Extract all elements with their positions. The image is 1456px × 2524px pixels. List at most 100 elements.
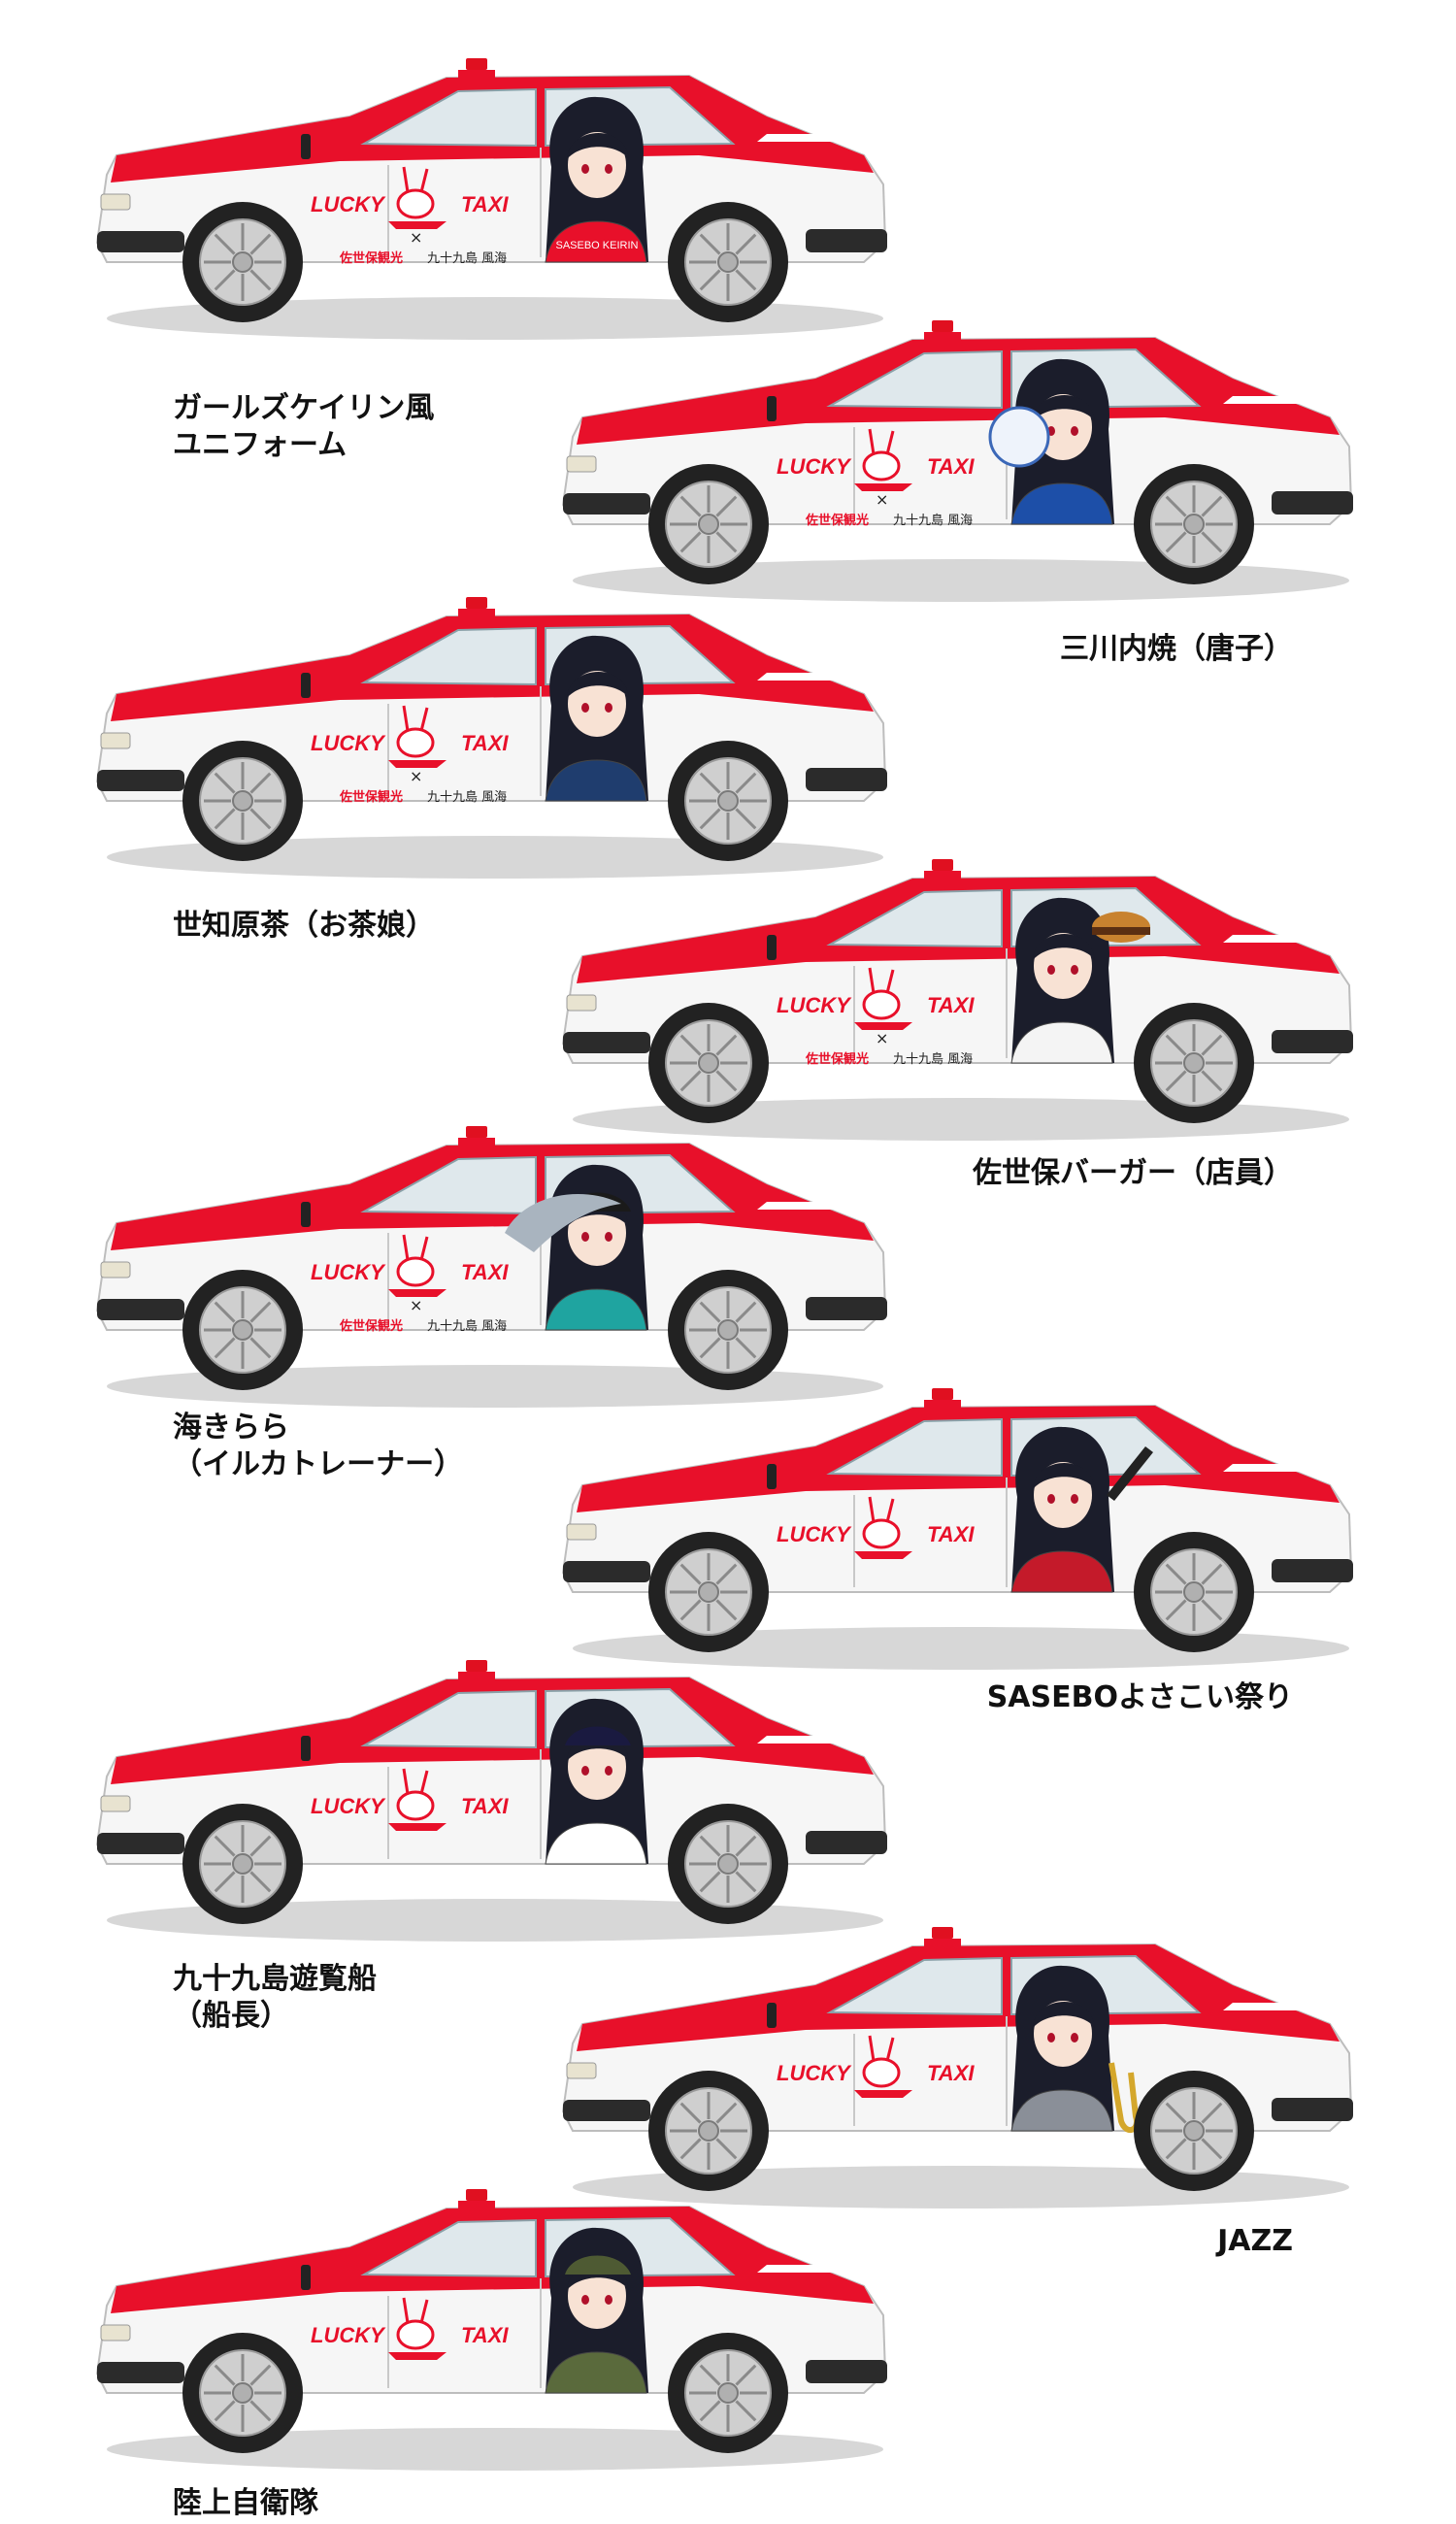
front-window bbox=[826, 349, 1003, 410]
roof-lamp bbox=[932, 1927, 953, 1939]
headlight bbox=[100, 1795, 131, 1812]
roof-lamp bbox=[932, 859, 953, 871]
front-wheel bbox=[182, 1270, 303, 1390]
rear-wheel bbox=[1134, 2071, 1254, 2191]
front-wheel bbox=[648, 1003, 769, 1123]
front-window bbox=[360, 87, 537, 148]
rear-bumper bbox=[1272, 1030, 1353, 1053]
front-bumper bbox=[563, 1032, 650, 1053]
character-tea-figure bbox=[545, 635, 648, 802]
front-window bbox=[360, 2218, 537, 2278]
rabbit-mascot-icon bbox=[388, 166, 447, 229]
headlight bbox=[566, 455, 597, 473]
side-mirror bbox=[301, 1736, 311, 1761]
partner-left: 佐世保観光 bbox=[805, 1051, 869, 1067]
partner-left: 佐世保観光 bbox=[339, 1318, 403, 1334]
front-window bbox=[360, 1689, 537, 1749]
rabbit-mascot-icon bbox=[388, 1768, 447, 1831]
lucky-text: LUCKY bbox=[311, 731, 386, 755]
front-bumper bbox=[97, 1299, 184, 1320]
car-caption-5: 海きらら （イルカトレーナー） bbox=[173, 1411, 464, 1481]
rear-wheel bbox=[1134, 464, 1254, 584]
headlight bbox=[566, 2062, 597, 2079]
roof-lamp bbox=[466, 2189, 487, 2201]
car-caption-6: SASEBOよさこい祭り bbox=[986, 1680, 1293, 1714]
character-burger-figure bbox=[1010, 897, 1150, 1064]
character-yosakoi-figure bbox=[1010, 1426, 1153, 1593]
taxi-text: TAXI bbox=[927, 454, 975, 479]
partner-right: 九十九島 風海 bbox=[427, 1319, 507, 1334]
front-wheel bbox=[182, 202, 303, 322]
roof-lamp bbox=[932, 320, 953, 332]
headlight bbox=[566, 994, 597, 1012]
car-caption-9: 陸上自衛隊 bbox=[173, 2486, 318, 2520]
side-mirror bbox=[767, 396, 777, 421]
lucky-text: LUCKY bbox=[777, 1522, 852, 1546]
rabbit-mascot-icon bbox=[854, 1496, 912, 1559]
rear-wheel bbox=[668, 1270, 788, 1390]
front-bumper bbox=[563, 2100, 650, 2121]
front-window bbox=[826, 888, 1003, 948]
side-mirror bbox=[301, 673, 311, 698]
front-bumper bbox=[563, 493, 650, 515]
rabbit-mascot-icon bbox=[388, 1234, 447, 1297]
headlight bbox=[100, 193, 131, 211]
collab-cross: × bbox=[410, 1296, 422, 1314]
front-wheel bbox=[182, 1804, 303, 1924]
rear-wheel bbox=[1134, 1003, 1254, 1123]
lucky-text: LUCKY bbox=[311, 1260, 386, 1284]
car-caption-1: ガールズケイリン風 ユニフォーム bbox=[173, 391, 435, 462]
taxi-text: TAXI bbox=[461, 1794, 509, 1818]
taxi-text: TAXI bbox=[927, 2061, 975, 2085]
side-mirror bbox=[301, 2265, 311, 2290]
collab-cross: × bbox=[876, 490, 888, 509]
rabbit-mascot-icon bbox=[854, 428, 912, 491]
front-window bbox=[826, 1956, 1003, 2016]
taxi-text: TAXI bbox=[461, 192, 509, 216]
rear-bumper bbox=[806, 2360, 887, 2383]
collab-cross: × bbox=[410, 228, 422, 247]
car-caption-4: 佐世保バーガー（店員） bbox=[973, 1156, 1293, 1190]
side-mirror bbox=[767, 935, 777, 960]
rabbit-mascot-icon bbox=[388, 705, 447, 768]
front-wheel bbox=[182, 2333, 303, 2453]
car-caption-8: JAZZ bbox=[1217, 2224, 1293, 2258]
rear-wheel bbox=[668, 741, 788, 861]
lucky-text: LUCKY bbox=[311, 1794, 386, 1818]
rabbit-mascot-icon bbox=[388, 2297, 447, 2360]
side-mirror bbox=[301, 134, 311, 159]
lucky-text: LUCKY bbox=[777, 993, 852, 1017]
partner-right: 九十九島 風海 bbox=[427, 251, 507, 266]
rear-bumper bbox=[806, 768, 887, 791]
character-kerin-figure: SASEBO KEIRIN bbox=[545, 96, 648, 263]
front-wheel bbox=[648, 464, 769, 584]
front-wheel bbox=[648, 2071, 769, 2191]
taxi-illustration: LUCKY TAXI bbox=[95, 1660, 887, 1942]
front-bumper bbox=[97, 2362, 184, 2383]
side-mirror bbox=[767, 1464, 777, 1489]
partner-left: 佐世保観光 bbox=[339, 250, 403, 266]
roof-lamp bbox=[466, 1660, 487, 1672]
taxi-text: TAXI bbox=[461, 731, 509, 755]
front-bumper bbox=[563, 1561, 650, 1582]
headlight bbox=[566, 1523, 597, 1541]
character-dolphin-figure bbox=[505, 1164, 648, 1331]
costume-text: SASEBO KEIRIN bbox=[556, 240, 639, 251]
roof-lamp bbox=[466, 1126, 487, 1138]
taxi-car-8: LUCKY TAXI bbox=[561, 1927, 1359, 2218]
front-window bbox=[360, 626, 537, 686]
headlight bbox=[100, 1261, 131, 1279]
rear-bumper bbox=[806, 1297, 887, 1320]
lucky-text: LUCKY bbox=[777, 2061, 852, 2085]
character-captain-figure bbox=[545, 1698, 648, 1865]
front-bumper bbox=[97, 1833, 184, 1854]
